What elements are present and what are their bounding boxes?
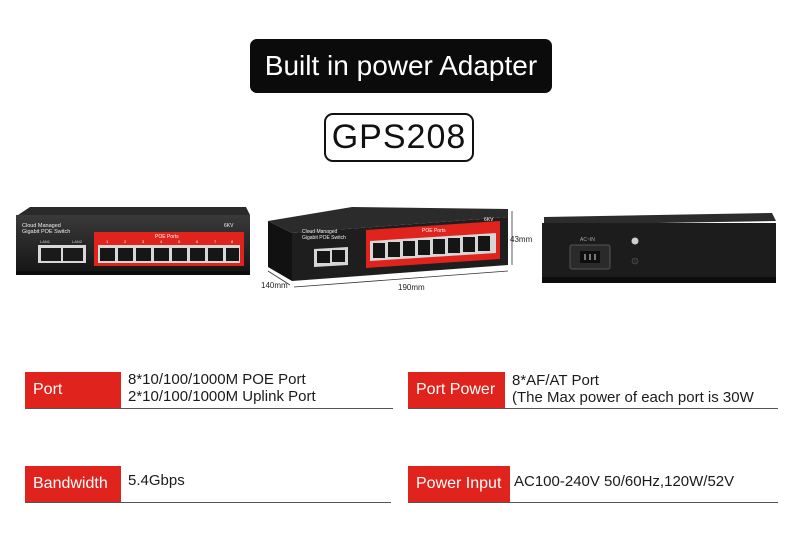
spec-divider	[25, 502, 391, 503]
spec-power-input-value: AC100-240V 50/60Hz,120W/52V	[514, 473, 735, 490]
banner-title: Built in power Adapter	[250, 39, 552, 93]
spec-port-label: Port	[25, 372, 121, 408]
ac-in-label: AC~IN	[580, 237, 595, 243]
angled-brand-line2: Gigabit POE Switch	[302, 235, 346, 241]
product-angled-view: Cloud Managed Gigabit POE Switch 6KV POE…	[262, 205, 544, 297]
lan-port	[317, 251, 330, 263]
height-dimension-label: 43mm	[510, 235, 533, 244]
lan1-label: LAN1	[40, 239, 51, 244]
spec-port-power-value-line2: (The Max power of each port is 30W	[512, 389, 754, 406]
port-number: 6	[196, 239, 199, 244]
width-dimension-label: 190mm	[398, 283, 425, 292]
spec-port-power-label: Port Power	[408, 372, 505, 408]
angled-brand-line1: Cloud Managed	[302, 229, 338, 235]
product-front-view: Cloud Managed Gigabit POE Switch 6KV LAN…	[14, 205, 252, 277]
angled-poe-label: POE Ports	[422, 228, 446, 234]
spec-bandwidth: Bandwidth 5.4Gbps	[25, 466, 391, 506]
port-number: 3	[142, 239, 145, 244]
front-brand-line2: Gigabit POE Switch	[22, 229, 70, 235]
spec-power-input: Power Input AC100-240V 50/60Hz,120W/52V	[408, 466, 778, 506]
depth-dimension-line	[267, 270, 291, 286]
lan-port	[332, 250, 345, 262]
angled-kv-label: 6KV	[484, 217, 494, 223]
spec-port: Port 8*10/100/1000M POE Port 2*10/100/10…	[25, 371, 393, 412]
port-number: 2	[124, 239, 127, 244]
spec-divider	[25, 408, 393, 409]
lan2-label: LAN2	[72, 239, 83, 244]
spec-power-input-label: Power Input	[408, 466, 510, 502]
spec-divider	[408, 502, 778, 503]
spec-port-power-value-line1: 8*AF/AT Port	[512, 372, 599, 389]
port-number: 8	[231, 239, 234, 244]
spec-port-power: Port Power 8*AF/AT Port (The Max power o…	[408, 372, 778, 412]
port-number: 5	[178, 239, 181, 244]
spec-bandwidth-label: Bandwidth	[25, 466, 121, 502]
front-brand-line1: Cloud Managed	[22, 223, 61, 229]
product-back-view: AC~IN	[540, 213, 780, 285]
ground-screw-icon	[631, 237, 639, 245]
spec-port-value-line1: 8*10/100/1000M POE Port	[128, 371, 306, 388]
port-number: 1	[106, 239, 109, 244]
width-dimension-line	[293, 270, 509, 288]
front-poe-label: POE Ports	[155, 234, 179, 240]
spec-bandwidth-value: 5.4Gbps	[128, 472, 185, 489]
port-number: 7	[214, 239, 217, 244]
spec-port-value-line2: 2*10/100/1000M Uplink Port	[128, 388, 316, 405]
ground-symbol-icon	[631, 257, 639, 265]
spec-divider	[408, 408, 778, 409]
lan-port	[63, 248, 83, 261]
lan-port	[41, 248, 61, 261]
port-number: 4	[160, 239, 163, 244]
model-title: GPS208	[324, 113, 474, 162]
front-kv-label: 6KV	[224, 223, 234, 229]
depth-dimension-label: 140mm	[261, 281, 288, 290]
